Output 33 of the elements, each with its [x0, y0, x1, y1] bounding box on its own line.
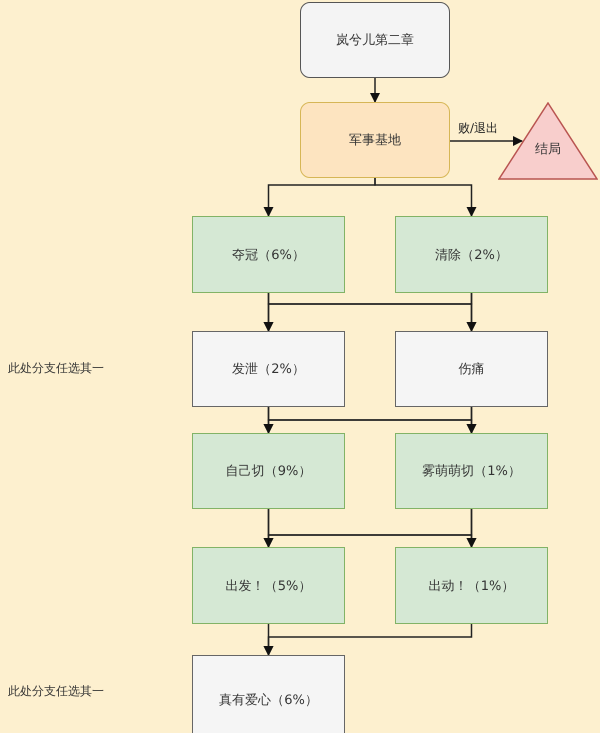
process-box	[395, 331, 548, 407]
rounded-box	[300, 2, 450, 78]
node-label: 雾萌萌切（1%）	[422, 463, 521, 480]
node-label: 清除（2%）	[435, 246, 508, 264]
node-label: 夺冠（6%）	[232, 246, 305, 264]
node-label: 伤痛	[458, 361, 484, 378]
arrow	[450, 136, 523, 146]
node-label: 结局	[535, 141, 561, 158]
process-box	[192, 655, 345, 733]
process-box	[192, 331, 345, 407]
node-label: 发泄（2%）	[232, 361, 305, 378]
node-label: 岚兮儿第二章	[336, 32, 414, 49]
node-label: 真有爱心（6%）	[219, 692, 318, 709]
arrow	[466, 509, 476, 548]
edge-label: 败/退出	[457, 120, 500, 137]
node-label: 军事基地	[349, 132, 401, 149]
arrow	[264, 624, 472, 656]
node-label: 出动！（1%）	[428, 578, 514, 594]
note: 此处分支任选其一	[8, 360, 104, 377]
process-box	[395, 547, 548, 624]
arrow	[370, 78, 380, 103]
process-box	[395, 433, 548, 509]
arrow	[466, 407, 476, 434]
note: 此处分支任选其一	[8, 683, 104, 700]
node-label: 自己切（9%）	[226, 463, 312, 480]
rounded-box	[300, 102, 450, 178]
process-box	[395, 216, 548, 293]
process-box	[192, 547, 345, 624]
node-label: 出发！（5%）	[226, 578, 312, 594]
process-box	[192, 216, 345, 293]
process-box	[192, 433, 345, 509]
arrow	[374, 178, 476, 217]
arrow	[466, 293, 476, 332]
